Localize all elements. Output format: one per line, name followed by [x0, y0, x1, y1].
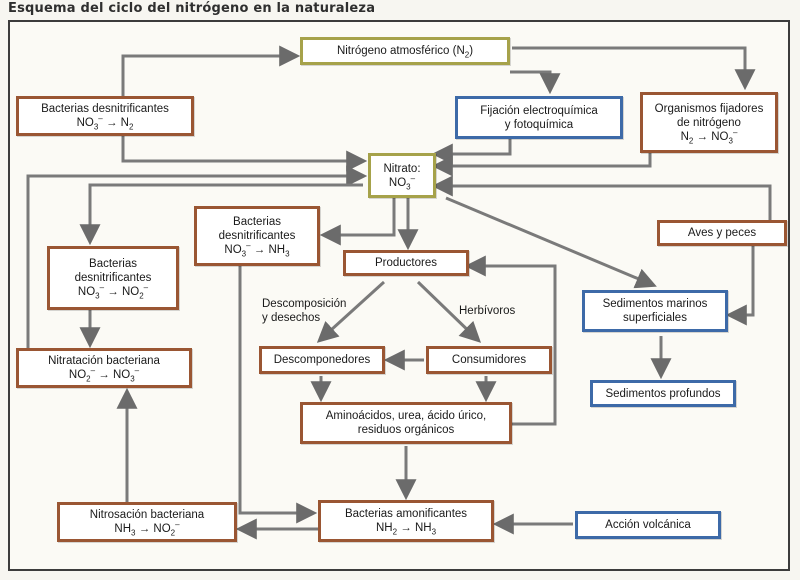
- arrow-nitrato-to-sedmar: [445, 196, 657, 289]
- arrow-nitratacion-to-nitrato: [26, 165, 368, 348]
- arrow-bacdesn1-to-n2: [121, 45, 301, 96]
- arrow-amino-to-productores: [464, 255, 557, 426]
- arrow-n2-to-orgfij: [512, 46, 756, 91]
- arrow-bacdesn1-to-nitrato: [121, 136, 368, 172]
- node-bacterias-desnitrificantes-1: Bacterias desnitrificantes NO3– → N2: [16, 96, 194, 136]
- arrow-bacdesn2-to-bacamon: [238, 266, 318, 524]
- label-herbivoros: Herbívoros: [459, 305, 516, 317]
- node-nitrosacion-bacteriana: Nitrosación bacteriana NH3 → NO2–: [57, 502, 237, 542]
- arrow-prod-to-consum: [416, 280, 482, 343]
- node-consumidores: Consumidores: [426, 346, 552, 374]
- arrow-aves-to-nitrato: [431, 175, 772, 220]
- arrow-fijacion-to-nitrato: [431, 139, 512, 165]
- node-bacterias-desnitrificantes-2: Bacterias desnitrificantes NO3– → NH3: [194, 206, 320, 266]
- node-sedimentos-profundos: Sedimentos profundos: [590, 380, 736, 407]
- node-nitrogeno-atmosferico: Nitrógeno atmosférico (N2): [300, 37, 510, 65]
- node-bacterias-desnitrificantes-3: Bacterias desnitrificantes NO3– → NO2–: [47, 246, 179, 310]
- arrow-nitrato-to-bacdesn3: [79, 183, 363, 246]
- arrow-prod-to-descomp: [316, 280, 386, 343]
- node-accion-volcanica: Acción volcánica: [575, 511, 721, 539]
- node-descomponedores: Descomponedores: [259, 346, 385, 374]
- node-nitrato: Nitrato: NO3–: [368, 153, 436, 198]
- node-sedimentos-marinos: Sedimentos marinos superficiales: [582, 290, 728, 332]
- node-aminoacidos: Aminoácidos, urea, ácido úrico, residuos…: [300, 402, 512, 444]
- node-aves-y-peces: Aves y peces: [657, 220, 787, 246]
- node-productores: Productores: [343, 250, 469, 276]
- label-descomposicion: Descomposición y desechos: [262, 298, 347, 324]
- node-organismos-fijadores: Organismos fijadores de nitrógeno N2 → N…: [640, 92, 778, 153]
- node-bacterias-amonificantes: Bacterias amonificantes NH2 → NH3: [318, 500, 494, 542]
- diagram-title: Esquema del ciclo del nitrógeno en la na…: [8, 1, 376, 16]
- node-nitratacion-bacteriana: Nitratación bacteriana NO2– → NO3–: [16, 348, 192, 388]
- node-fijacion-electroquimica: Fijación electroquímica y fotoquímica: [455, 96, 623, 139]
- arrow-n2-to-fijacion: [510, 70, 561, 95]
- arrow-nitrato-to-bacdesn2: [319, 198, 396, 246]
- arrow-aves-to-sedmar: [725, 246, 755, 326]
- arrow-orgfij-to-nitrato: [431, 153, 652, 177]
